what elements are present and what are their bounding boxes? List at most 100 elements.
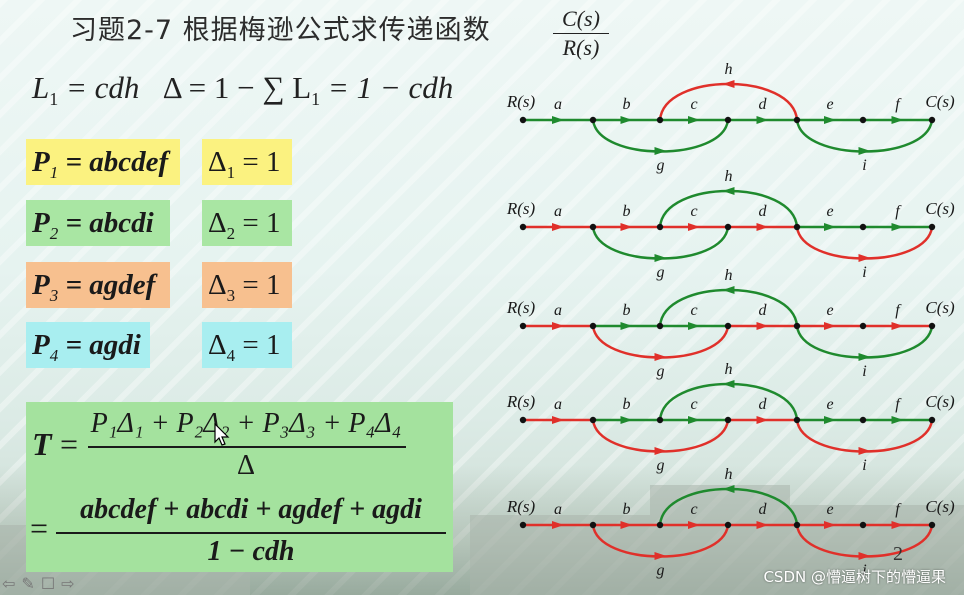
diagram-1-label-g: g — [657, 157, 665, 174]
diagram-1-arrow-g — [654, 147, 667, 155]
diagram-3-branch-h — [658, 288, 799, 327]
diagram-3-branch-i — [795, 325, 934, 359]
diagram-4-arrow-h — [722, 380, 735, 388]
diagram-3-arrow-d — [756, 322, 769, 330]
diagram-5-label-g: g — [657, 562, 665, 579]
diagram-5-arrow-h — [722, 485, 735, 493]
diagram-2-arrow-d — [756, 223, 769, 231]
pen-icon[interactable]: ✎ — [21, 574, 41, 593]
diagram-4-label-b: b — [623, 396, 631, 413]
diagram-1-arrow-a — [552, 116, 564, 124]
diagram-4-arrow-d — [756, 416, 769, 424]
diagram-2-node-6 — [928, 223, 936, 231]
t-eq-1: = — [60, 426, 79, 462]
diagram-1-arrow-e — [824, 116, 836, 124]
diagram-2-output-label: C(s) — [925, 199, 955, 218]
diagram-4-arrow-i — [858, 447, 871, 455]
diagram-5-arrow-a — [552, 521, 564, 529]
diagram-3-arrow-g — [654, 353, 667, 361]
diagram-1-node-6 — [928, 116, 936, 124]
delta-3-box: Δ3 = 1 — [202, 262, 292, 308]
diagram-5-arrow-e — [824, 521, 836, 529]
diagram-1-arrow-h — [722, 80, 735, 88]
diagram-3-node-2 — [656, 322, 664, 330]
diagram-3-label-e: e — [826, 302, 833, 319]
diagram-3-label-d: d — [759, 302, 768, 319]
diagram-5-label-f: f — [895, 501, 902, 518]
diagram-3-node-6 — [928, 322, 936, 330]
diagram-3-branch-g — [591, 325, 730, 359]
next-arrow-icon[interactable]: ⇨ — [61, 574, 81, 593]
diagram-1-node-0 — [519, 116, 527, 124]
diagram-2-arrow-e — [824, 223, 836, 231]
diagram-4-arrow-f — [891, 416, 904, 424]
diagram-2-node-1 — [589, 223, 597, 231]
diagram-1-node-4 — [793, 116, 801, 124]
t-fraction-bar-2 — [56, 532, 446, 534]
diagram-4-arrow-e — [824, 416, 836, 424]
title-frac-num: C(s) — [553, 6, 609, 34]
diagram-1-arrow-d — [756, 116, 769, 124]
diagram-2-arrow-a — [552, 223, 564, 231]
diagram-5-node-1 — [589, 521, 597, 529]
diagram-2-node-0 — [519, 223, 527, 231]
diagram-4-label-f: f — [895, 396, 902, 413]
diagram-2-arrow-h — [722, 187, 735, 195]
diagram-4-output-label: C(s) — [925, 392, 955, 411]
diagram-3-arrow-i — [858, 353, 871, 361]
diagram-1-branch-i — [795, 119, 934, 153]
diagram-3-label-b: b — [623, 302, 631, 319]
diagram-2-arrow-c — [688, 223, 700, 231]
diagram-3-label-f: f — [895, 302, 902, 319]
diagram-4-node-5 — [859, 416, 867, 424]
watermark: CSDN @懵逼树下的懵逼果 — [763, 568, 946, 586]
diagram-5-arrow-d — [756, 521, 769, 529]
menu-icon[interactable]: ☐ — [40, 574, 62, 593]
t-fraction-bar-1 — [88, 446, 406, 448]
transfer-function-box: T = P₁Δ₁ + P₂Δ₂ + P₃Δ₃ + P₄Δ₄ Δ = abcdef… — [26, 402, 453, 572]
diagram-4-node-3 — [724, 416, 732, 424]
diagram-1-arrow-f — [891, 116, 904, 124]
diagram-1-label-d: d — [759, 96, 768, 113]
diagram-3-label-i: i — [862, 363, 866, 380]
prev-arrow-icon[interactable]: ⇦ — [2, 574, 22, 593]
diagram-5-node-2 — [656, 521, 664, 529]
diagram-1-label-f: f — [895, 96, 902, 113]
diagram-4-arrow-a — [552, 416, 564, 424]
delta-expr: Δ = 1 − ∑ L — [162, 70, 312, 105]
diagram-2-branch-i — [795, 226, 934, 260]
diagram-1-branch-h — [658, 82, 799, 121]
diagram-4-arrow-c — [688, 416, 700, 424]
path-2-box: P2 = abcdi — [26, 200, 170, 246]
diagram-3-arrow-c — [688, 322, 700, 330]
diagram-3-label-a: a — [554, 302, 562, 319]
slide-nav: ⇦✎☐⇨ — [2, 574, 81, 593]
diagram-3-node-1 — [589, 322, 597, 330]
diagram-3-arrow-f — [891, 322, 904, 330]
diagram-5-node-5 — [859, 521, 867, 529]
diagram-3-input-label: R(s) — [506, 298, 536, 317]
diagram-4-node-0 — [519, 416, 527, 424]
diagram-5-node-3 — [724, 521, 732, 529]
diagram-2-node-3 — [724, 223, 732, 231]
path-3-box: P3 = agdef — [26, 262, 170, 308]
diagram-3-node-3 — [724, 322, 732, 330]
diagram-2-arrow-b — [620, 223, 633, 231]
diagram-2-node-4 — [793, 223, 801, 231]
diagram-3-arrow-b — [620, 322, 633, 330]
diagram-1-label-h: h — [725, 61, 733, 78]
delta-4-box: Δ4 = 1 — [202, 322, 292, 368]
diagram-2-label-i: i — [862, 264, 866, 281]
diagram-5-label-e: e — [826, 501, 833, 518]
diagram-3-output-label: C(s) — [925, 298, 955, 317]
diagram-4-label-a: a — [554, 396, 562, 413]
diagram-1-output-label: C(s) — [925, 92, 955, 111]
title-fraction: C(s) R(s) — [553, 6, 609, 61]
t-denominator-1: Δ — [236, 450, 255, 481]
diagram-4-branch-g — [591, 419, 730, 453]
diagram-4-node-6 — [928, 416, 936, 424]
diagram-5-arrow-b — [620, 521, 633, 529]
loop-sub: 1 — [49, 89, 59, 110]
t-numerator-1: P₁Δ₁ + P₂Δ₂ + P₃Δ₃ + P₄Δ₄ — [90, 408, 402, 439]
diagram-1-label-a: a — [554, 96, 562, 113]
